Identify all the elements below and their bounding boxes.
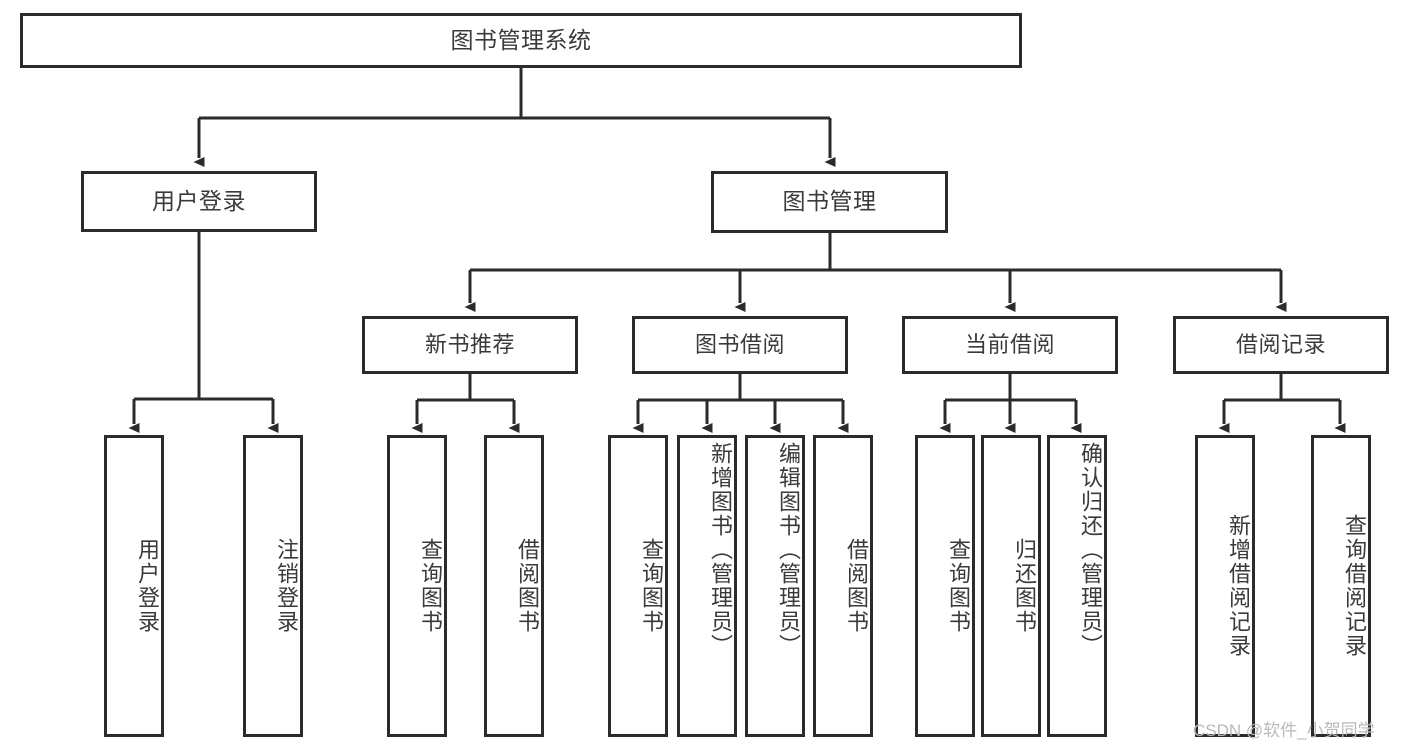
node-root-book-management-system[interactable]: 图书管理系统	[20, 13, 1022, 68]
leaf-book-borrow-borrow-books[interactable]: 借阅图书	[813, 435, 873, 737]
node-book-management[interactable]: 图书管理	[711, 171, 948, 233]
leaf-text-wrap: 借阅图书	[487, 438, 541, 734]
leaf-user-login-logout[interactable]: 注销登录	[243, 435, 303, 737]
node-label: 当前借阅	[964, 332, 1055, 358]
node-new-book-recommendation[interactable]: 新书推荐	[362, 316, 578, 374]
node-label: 确认归还（管理员）	[1078, 442, 1103, 658]
leaf-borrow-record-add-record[interactable]: 新增借阅记录	[1195, 435, 1255, 737]
leaf-new-book-query-books[interactable]: 查询图书	[387, 435, 447, 737]
node-label: 查询图书	[418, 538, 443, 634]
node-label: 用户登录	[152, 187, 246, 214]
node-label: 借阅记录	[1235, 332, 1326, 358]
leaf-text-wrap: 确认归还（管理员）	[1050, 438, 1104, 734]
leaf-book-borrow-add-book-admin[interactable]: 新增图书（管理员）	[677, 435, 737, 737]
node-borrowing-records[interactable]: 借阅记录	[1173, 316, 1389, 374]
node-label: 新增借阅记录	[1226, 514, 1251, 658]
node-label: 图书管理系统	[450, 26, 592, 53]
leaf-current-borrow-return-books[interactable]: 归还图书	[981, 435, 1041, 737]
leaf-text-wrap: 查询图书	[611, 438, 665, 734]
leaf-text-wrap: 归还图书	[984, 438, 1038, 734]
leaf-text-wrap: 新增图书（管理员）	[680, 438, 734, 734]
leaf-text-wrap: 编辑图书（管理员）	[748, 438, 802, 734]
leaf-text-wrap: 查询图书	[918, 438, 972, 734]
node-label: 图书管理	[782, 188, 877, 215]
leaf-user-login-login[interactable]: 用户登录	[104, 435, 164, 737]
node-label: 借阅图书	[844, 538, 869, 634]
leaf-text-wrap: 借阅图书	[816, 438, 870, 734]
node-label: 编辑图书（管理员）	[776, 442, 801, 658]
leaf-book-borrow-query-books[interactable]: 查询图书	[608, 435, 668, 737]
leaf-current-borrow-query-books[interactable]: 查询图书	[915, 435, 975, 737]
leaf-new-book-borrow-books[interactable]: 借阅图书	[484, 435, 544, 737]
leaf-text-wrap: 新增借阅记录	[1198, 438, 1252, 734]
leaf-text-wrap: 用户登录	[107, 438, 161, 734]
node-current-borrowing[interactable]: 当前借阅	[902, 316, 1118, 374]
node-label: 注销登录	[274, 538, 299, 634]
node-label: 查询图书	[946, 538, 971, 634]
node-label: 新书推荐	[424, 332, 515, 358]
leaf-text-wrap: 查询图书	[390, 438, 444, 734]
node-user-login[interactable]: 用户登录	[81, 171, 317, 232]
node-label: 用户登录	[135, 538, 160, 634]
node-label: 借阅图书	[515, 538, 540, 634]
leaf-book-borrow-edit-book-admin[interactable]: 编辑图书（管理员）	[745, 435, 805, 737]
node-label: 归还图书	[1012, 538, 1037, 634]
node-label: 查询图书	[639, 538, 664, 634]
node-label: 新增图书（管理员）	[708, 442, 733, 658]
node-label: 图书借阅	[694, 332, 785, 358]
leaf-text-wrap: 查询借阅记录	[1314, 438, 1368, 734]
leaf-current-borrow-confirm-return-admin[interactable]: 确认归还（管理员）	[1047, 435, 1107, 737]
node-label: 查询借阅记录	[1342, 514, 1367, 658]
leaf-text-wrap: 注销登录	[246, 438, 300, 734]
leaf-borrow-record-query-record[interactable]: 查询借阅记录	[1311, 435, 1371, 737]
node-book-borrowing[interactable]: 图书借阅	[632, 316, 848, 374]
